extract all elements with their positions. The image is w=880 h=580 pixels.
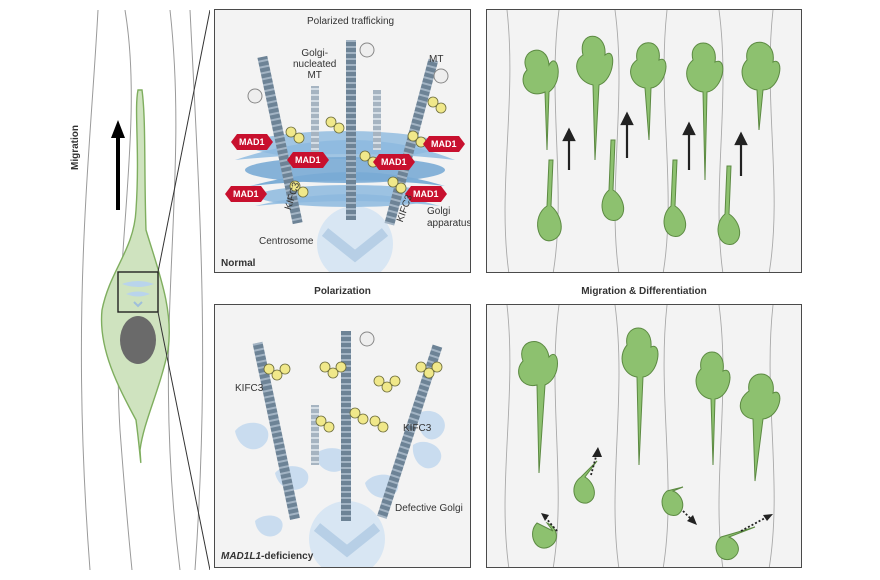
normal-migration-panel (486, 9, 802, 273)
deficient-kifc3-motors (263, 361, 443, 433)
neurons-bottom (518, 327, 781, 561)
misoriented-neuron-2 (661, 486, 684, 516)
stalled-neuron-2 (621, 327, 659, 466)
deficient-mt-center (341, 331, 351, 521)
bipolar-2 (601, 139, 625, 221)
misoriented-neuron-4 (715, 526, 756, 561)
mad1-tags (225, 134, 465, 202)
glia-fiber-1 (80, 9, 99, 571)
mad1-label-4: MAD1 (431, 139, 457, 149)
golgi-apparatus-label: Golgi apparatus (427, 206, 471, 229)
centriole-v (321, 228, 389, 263)
normal-migration-svg (504, 10, 781, 272)
mad1-label-3: MAD1 (381, 157, 407, 167)
polarized-trafficking-label: Polarized trafficking (307, 16, 395, 27)
deficiency-corner-label: MAD1L1-deficiency (221, 551, 313, 562)
migration-arrow-head (111, 120, 125, 138)
upward-arrows (562, 111, 748, 176)
bipolar-1 (537, 159, 562, 242)
normal-panel-svg (225, 40, 465, 272)
dotted-arrows (544, 452, 768, 532)
left-neuron-figure: Migration (50, 9, 211, 571)
deficient-mt-left (252, 341, 300, 520)
misoriented-neuron-1 (573, 460, 598, 504)
golgi-nucleated-mt-label: Golgi- nucleated MT (293, 48, 337, 81)
microtubule-center (346, 40, 356, 220)
migration-label: Migration (70, 125, 81, 170)
stalled-neuron-3 (695, 351, 731, 466)
caption-migration-differentiation: Migration & Differentiation (581, 286, 707, 297)
caption-polarization: Polarization (314, 286, 371, 297)
top-neuron-1 (522, 49, 559, 151)
bipolar-4 (717, 165, 741, 245)
golgi-mt-left (311, 86, 319, 156)
glia-fiber-3 (167, 9, 181, 571)
top-neuron-4 (686, 42, 724, 181)
zoom-line-bottom (157, 311, 211, 571)
deficient-vesicle (359, 331, 375, 347)
golgi-mt-right (373, 90, 381, 150)
mad1-label-6: MAD1 (413, 189, 439, 199)
deficient-kifc3-right: KIFC3 (403, 423, 432, 434)
deficient-centrosome (309, 501, 385, 567)
mini-golgi-2 (126, 291, 150, 297)
deficiency-suffix: -deficiency (261, 551, 314, 562)
left-neuron-svg (80, 9, 211, 571)
glia-lines-top (504, 10, 775, 272)
top-neuron-3 (630, 42, 667, 141)
vesicle-1 (359, 42, 375, 58)
neurons-top (522, 35, 781, 245)
mt-label: MT (429, 54, 444, 65)
top-neuron-5 (741, 41, 781, 131)
normal-panel: MAD1 MAD1 MAD1 MAD1 MAD1 MAD1 Polarized … (214, 9, 471, 273)
mad1-label-2: MAD1 (295, 155, 321, 165)
vesicle-2 (247, 88, 263, 104)
mad1l1-gene-name: MAD1L1 (221, 551, 262, 562)
centrosome-shape (317, 206, 393, 272)
mad1-label-5: MAD1 (233, 189, 259, 199)
neuron-nucleus (120, 316, 156, 364)
deficient-centriole-v (313, 523, 381, 558)
zoom-line-top (157, 9, 211, 273)
vesicle-3 (433, 68, 449, 84)
golgi-cisterna-mid (245, 157, 445, 183)
defective-golgi-label: Defective Golgi (395, 503, 463, 514)
dotted-arrowheads (541, 447, 773, 525)
deficient-kifc3-left: KIFC3 (235, 383, 264, 394)
bipolar-3 (663, 159, 687, 237)
stalled-neuron-4 (739, 373, 781, 482)
glia-fiber-4 (189, 9, 204, 571)
top-neuron-2 (576, 35, 614, 161)
deficient-migration-panel (486, 304, 802, 568)
normal-corner-label: Normal (221, 258, 256, 269)
deficient-mt-short (311, 405, 319, 465)
deficient-migration-svg (504, 305, 781, 567)
mad1-label-1: MAD1 (239, 137, 265, 147)
deficient-panel-svg (235, 331, 445, 567)
deficient-panel: KIFC3 KIFC3 Defective Golgi MAD1L1-defic… (214, 304, 471, 568)
mini-golgi-1 (122, 281, 154, 287)
stalled-neuron-1 (518, 341, 558, 474)
glia-lines-bottom (504, 305, 775, 567)
zoom-box (117, 271, 159, 313)
neuron-soma (100, 89, 170, 464)
centrosome-label: Centrosome (259, 236, 314, 247)
deficient-mt-right (377, 344, 443, 519)
misoriented-neuron-3 (532, 521, 557, 549)
mini-centrosome (133, 301, 143, 308)
